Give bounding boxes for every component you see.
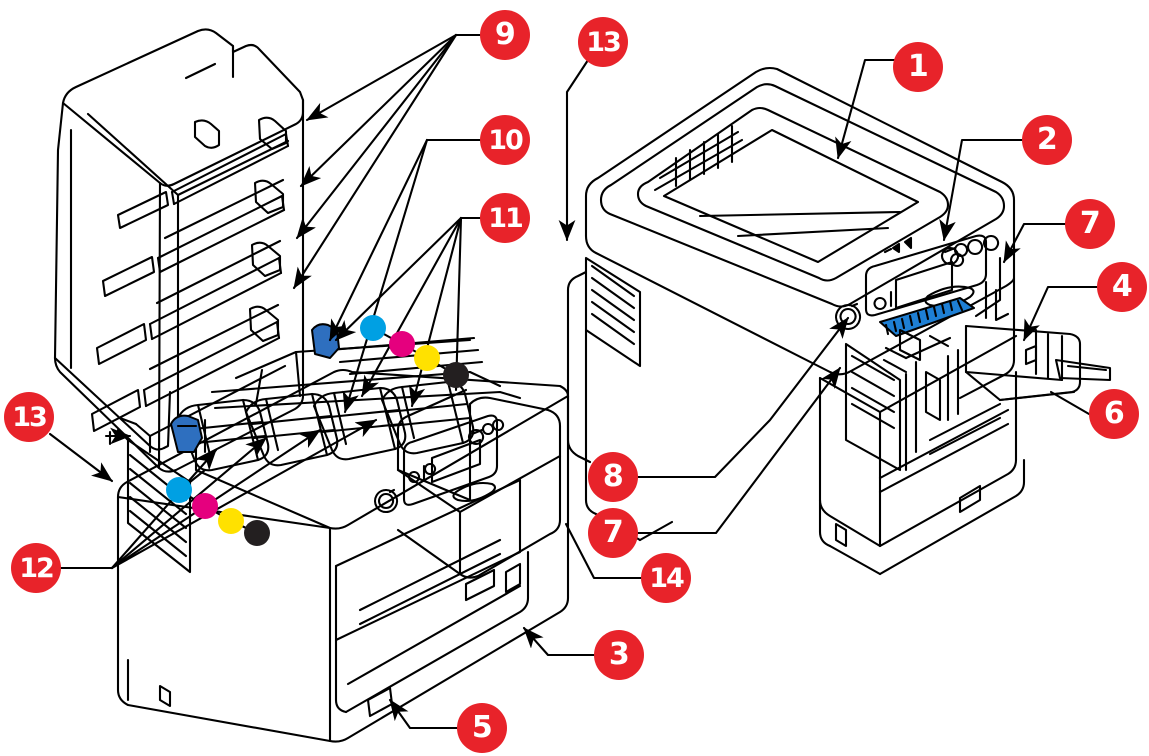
color-dot-cyan-lower (166, 477, 192, 503)
callout-badge-7-top-cover-release[interactable]: 7 (588, 508, 638, 558)
callout-badge-5-paper-tray[interactable]: 5 (457, 703, 507, 753)
color-dot-yellow-upper (414, 345, 440, 371)
callout-badge-6-mp-tray-paper-support[interactable]: 6 (1089, 389, 1139, 439)
color-dot-cyan-upper (360, 315, 386, 341)
left-printer-open-view (53, 28, 570, 743)
led-head-bar-3 (95, 239, 283, 366)
callout-badge-11-toner-cartridge-levers[interactable]: 11 (480, 193, 530, 243)
right-printer-closed-view (566, 66, 1112, 576)
callout-badge-10-image-drum-handles[interactable]: 10 (480, 115, 530, 165)
callout-badge-1-output-stacker[interactable]: 1 (893, 42, 943, 92)
color-dot-black-lower (244, 520, 270, 546)
callout-badge-9-led-heads[interactable]: 9 (480, 10, 530, 60)
color-dot-black-upper (443, 362, 469, 388)
led-head-bar-2 (101, 178, 286, 298)
color-dot-magenta-lower (192, 493, 218, 519)
callout-badge-13-ventilation-grille[interactable]: 13 (578, 17, 628, 67)
color-dot-magenta-upper (389, 331, 415, 357)
callout-badge-2-operator-panel[interactable]: 2 (1022, 115, 1072, 165)
callout-badge-14-side-panel[interactable]: 14 (641, 553, 691, 603)
callout-badge-12-image-drum-units[interactable]: 12 (11, 543, 61, 593)
leader-lines (48, 33, 1099, 730)
led-head-bar-4 (90, 303, 281, 433)
led-head-bar-1 (116, 116, 290, 230)
color-dot-yellow-lower (218, 508, 244, 534)
callout-badge-8-power-switch[interactable]: 8 (588, 452, 638, 502)
callout-badge-4-multi-purpose-tray[interactable]: 4 (1097, 262, 1147, 312)
callout-badge-7-top-cover-release[interactable]: 7 (1065, 199, 1115, 249)
callout-badge-3-front-cover-release[interactable]: 3 (594, 630, 644, 680)
callout-badge-13-ventilation-grille[interactable]: 13 (4, 392, 54, 442)
